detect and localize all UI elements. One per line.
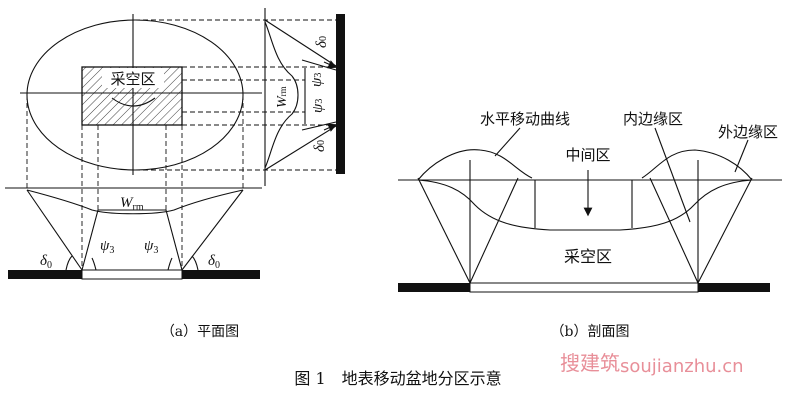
bottom-goaf-opening (81, 269, 183, 280)
right-arrow-2 (323, 123, 338, 132)
section-left-inner-line (469, 177, 519, 284)
bottom-delta-left: δ0 (40, 253, 52, 271)
right-line-top (264, 19, 337, 67)
right-line-top-inner (301, 59, 337, 71)
section-right-outer-line (697, 177, 753, 284)
label-middle-zone: 中间区 (565, 146, 610, 164)
right-line-bottom-inner (301, 121, 337, 131)
right-displacement-curve (264, 21, 299, 169)
section-caption: （b）剖面图 (551, 324, 630, 340)
bottom-subsidence-curve (26, 189, 244, 215)
bottom-line-left-outer (26, 189, 83, 271)
section-goaf-opening (469, 282, 699, 293)
bottom-line-left-inner (81, 209, 99, 271)
bottom-psi-left: ψ3 (100, 238, 114, 256)
bottom-angle-arc-2 (91, 257, 97, 271)
watermark-url: soujianzhu.cn (620, 356, 744, 377)
plan-goaf-label: 采空区 (110, 70, 155, 88)
leader-outer-zone (734, 139, 749, 173)
right-line-bottom (264, 125, 337, 171)
section-right-inner-line (649, 177, 699, 284)
right-w-label: Wrm (275, 86, 290, 108)
section-subsidence-curve (417, 179, 753, 231)
right-psi-top: ψ3 (309, 73, 325, 87)
bottom-w-label: Wrm (120, 195, 144, 213)
plan-caption: （a）平面图 (161, 324, 239, 340)
plan-goaf-arc (111, 97, 156, 107)
right-psi-bottom: ψ3 (310, 99, 326, 113)
right-ground-bar (336, 14, 345, 174)
bottom-angle-arc-1 (65, 255, 73, 271)
right-delta-bottom: δ0 (312, 140, 328, 152)
leader-inner-zone (654, 127, 691, 223)
section-horizontal-movement-left (417, 149, 533, 181)
leader-horizontal-curve (494, 127, 521, 157)
bottom-angle-arc-4 (191, 255, 199, 271)
plan-view: 采空区 δ0 ψ3 Wrm ψ3 δ0 (5, 8, 345, 340)
label-outer-edge-zone: 外边缘区 (718, 123, 778, 141)
watermark-cn: 搜建筑 (560, 351, 620, 375)
label-inner-edge-zone: 内边缘区 (623, 110, 683, 128)
plan-goaf-label-bg (102, 68, 164, 88)
label-horizontal-curve: 水平移动曲线 (480, 110, 570, 128)
section-view: 水平移动曲线 内边缘区 外边缘区 中间区 采空区 （b）剖面图 (398, 110, 782, 340)
bottom-psi-right: ψ3 (144, 238, 158, 256)
section-horizontal-movement-right (641, 149, 753, 181)
figure-title: 图 1 地表移动盆地分区示意 (294, 369, 501, 388)
bottom-delta-right: δ0 (208, 253, 220, 271)
label-section-goaf: 采空区 (564, 247, 612, 266)
right-delta-top: δ0 (314, 36, 330, 48)
bottom-line-right-inner (165, 209, 183, 271)
section-left-outer-line (417, 177, 471, 284)
bottom-angle-arc-3 (167, 257, 173, 271)
right-arrow-1 (323, 60, 338, 69)
